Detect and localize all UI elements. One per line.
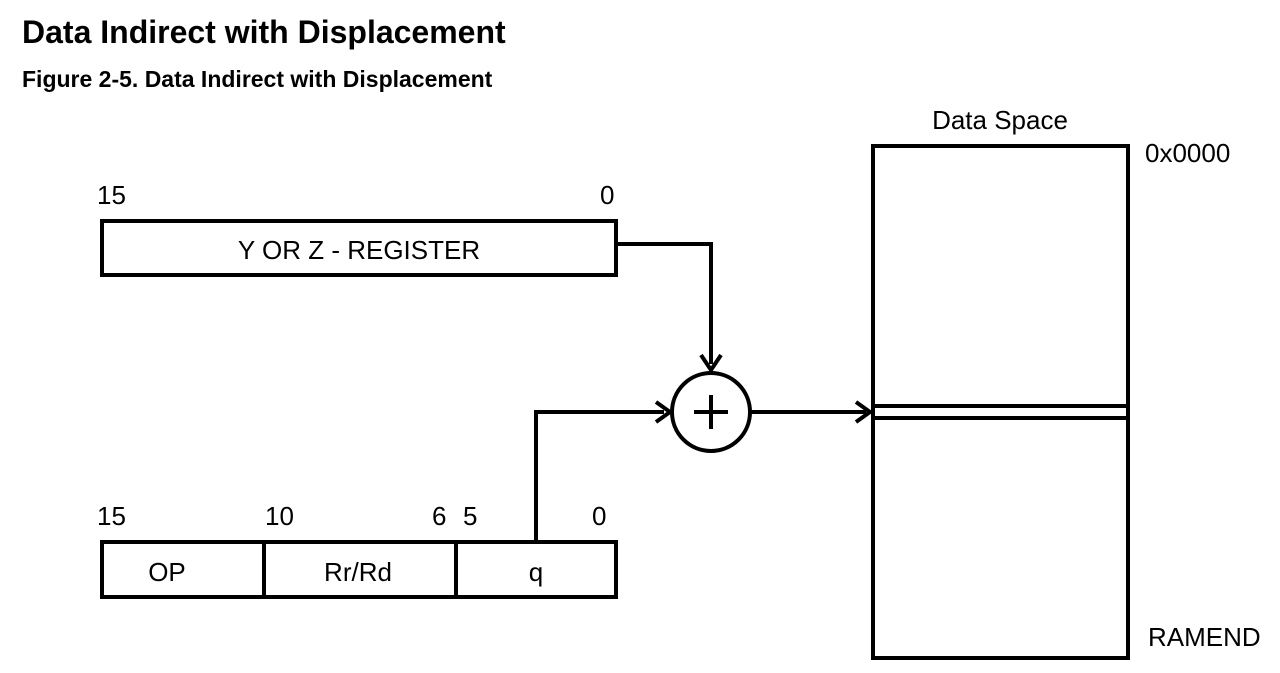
- register-box: [100, 219, 618, 277]
- instruction-bit-15: 15: [97, 501, 126, 531]
- data-space-title: Data Space: [932, 105, 1068, 135]
- field-op: OP: [148, 557, 186, 587]
- data-space-group: Data Space 0x0000 RAMEND: [871, 105, 1261, 660]
- instruction-bit-5: 5: [463, 501, 477, 531]
- adder-to-dataspace-arrow: [750, 400, 874, 424]
- field-rr-rd: Rr/Rd: [324, 557, 392, 587]
- figure-caption: Figure 2-5. Data Indirect with Displacem…: [22, 66, 493, 92]
- register-bit-high: 15: [97, 180, 126, 210]
- data-space-end-address: RAMEND: [1148, 622, 1261, 652]
- register-to-adder-arrow: [616, 242, 723, 374]
- adder: [670, 371, 752, 453]
- register-group: 15 0 Y OR Z - REGISTER: [97, 180, 618, 277]
- instruction-bit-10: 10: [265, 501, 294, 531]
- register-bit-low: 0: [600, 180, 614, 210]
- instruction-group: 15 10 6 5 0 OP Rr/Rd q: [97, 501, 618, 599]
- field-q: q: [529, 557, 543, 587]
- register-label: Y OR Z - REGISTER: [238, 235, 480, 265]
- instruction-box: [100, 540, 618, 599]
- page-title: Data Indirect with Displacement: [22, 14, 506, 50]
- data-space-box: [871, 144, 1130, 660]
- data-space-start-address: 0x0000: [1145, 138, 1230, 168]
- instruction-bit-6: 6: [432, 501, 446, 531]
- instruction-bit-0: 0: [592, 501, 606, 531]
